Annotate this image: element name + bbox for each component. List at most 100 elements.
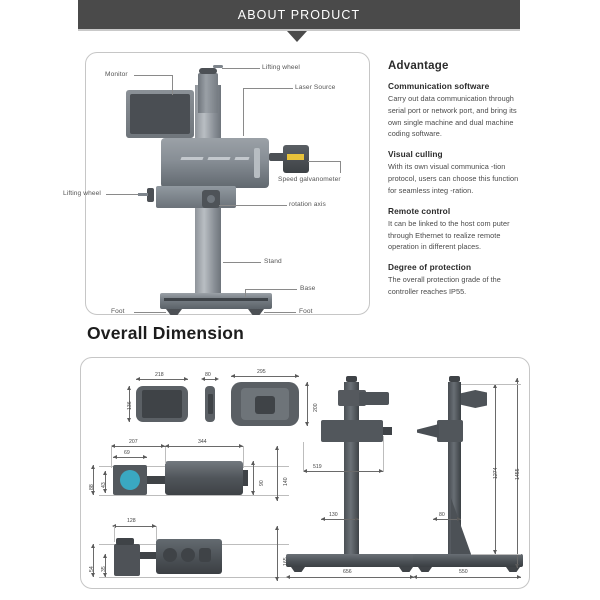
monitor-back-mount <box>255 396 275 414</box>
dim-monitor-back-width-line <box>231 376 299 377</box>
side-elevation-foot-left <box>418 567 432 572</box>
advantage-block-degree-of-protection: Degree of protection The overall protect… <box>388 262 524 298</box>
dim-arrow-left <box>113 455 117 459</box>
dim-arrow-left <box>231 374 235 378</box>
dim-column-depth: 130 <box>329 512 338 518</box>
dim-arrow-up <box>275 446 279 450</box>
dim-arrow-down <box>305 422 309 426</box>
machine-column-upper <box>198 73 218 113</box>
dim-arrow-left <box>321 517 325 521</box>
dim-arrow-left <box>433 517 437 521</box>
label-base: Base <box>300 285 316 292</box>
controller-galvo-head <box>114 544 140 576</box>
galvo-lens <box>120 470 140 490</box>
side-elevation-top-wheel <box>449 376 460 382</box>
ext-line <box>99 577 289 578</box>
leader-galvanometer-drop <box>340 161 341 173</box>
dim-88-line <box>93 465 94 495</box>
dim-arrow-down <box>91 491 95 495</box>
header-title: ABOUT PRODUCT <box>237 7 361 22</box>
advantage-heading: Degree of protection <box>388 262 472 273</box>
advantage-column: Advantage Communication software Carry o… <box>388 60 524 307</box>
dim-arrow-up <box>251 461 255 465</box>
dim-arrow-down <box>493 550 497 554</box>
dim-arrow-right <box>410 575 414 579</box>
dim-arrow-right <box>215 377 219 381</box>
front-elevation-base <box>286 554 416 567</box>
dim-arrow-right <box>379 469 383 473</box>
advantage-body: The overall protection grade of the cont… <box>388 275 501 296</box>
ext-line <box>111 446 112 468</box>
rotation-axis-hub-center <box>207 195 215 203</box>
dim-arrow-down <box>103 573 107 577</box>
dim-base-width-side: 550 <box>459 569 468 575</box>
dim-arrow-up <box>91 465 95 469</box>
laser-body-vent-2 <box>207 157 231 160</box>
label-lifting-wheel-top: Lifting wheel <box>262 64 300 71</box>
dim-controller-offset-a: 54 <box>89 566 95 572</box>
laser-tube-body <box>165 461 243 495</box>
dim-arrow-left <box>303 469 307 473</box>
ext-line <box>165 446 166 464</box>
dim-arrow-left <box>286 575 290 579</box>
dim-arrow-left <box>165 444 169 448</box>
ext-line <box>99 495 289 496</box>
label-foot-right: Foot <box>299 308 313 315</box>
side-elevation-monitor-mount <box>461 390 487 408</box>
front-elevation-foot-left <box>291 567 305 572</box>
dim-arrow-right <box>355 517 359 521</box>
foot-right <box>248 309 264 315</box>
dim-controller-length: 128 <box>127 518 136 524</box>
dim-54-line <box>93 544 94 577</box>
dim-arrow-up <box>91 544 95 548</box>
dim-165-line <box>277 526 278 581</box>
front-elevation-laser-arm <box>359 392 389 405</box>
advantage-title: Advantage <box>388 60 449 72</box>
advantage-heading: Remote control <box>388 205 451 216</box>
ext-line <box>156 526 157 540</box>
dim-1274-line <box>495 384 496 554</box>
dim-656-line <box>288 577 414 578</box>
dim-arrow-down <box>275 497 279 501</box>
top-lifting-wheel <box>199 68 217 74</box>
laser-body <box>161 138 269 188</box>
dim-laser-body-length: 344 <box>198 439 207 445</box>
front-elevation-foot-right <box>399 567 413 572</box>
controller-port-1 <box>163 548 177 562</box>
monitor-side-detail <box>208 394 213 414</box>
dim-laser-total-height: 140 <box>283 477 289 486</box>
advantage-heading: Communication software <box>388 81 490 91</box>
dim-galvo-offset-a: 88 <box>89 484 95 490</box>
dim-128-line <box>114 526 156 527</box>
label-foot-left: Foot <box>111 308 125 315</box>
laser-body-vent-1 <box>180 157 204 160</box>
label-lifting-wheel-side: Lifting wheel <box>63 190 101 197</box>
label-speed-galvanometer: Speed galvanometer <box>278 176 341 183</box>
leader-laser-source <box>243 88 293 89</box>
machine-base <box>160 293 272 309</box>
header-arrow-indicator <box>287 31 307 42</box>
label-monitor: Monitor <box>105 71 128 78</box>
side-lifting-wheel-shaft <box>138 193 148 196</box>
dim-arrow-up <box>127 386 131 390</box>
about-product-header: ABOUT PRODUCT <box>78 0 520 31</box>
dim-207-line <box>111 446 165 447</box>
front-elevation-column <box>344 382 359 554</box>
laser-body-vent-3 <box>234 157 250 160</box>
dim-arm-reach: 519 <box>313 464 322 470</box>
leader-monitor <box>134 75 172 76</box>
dim-controller-offset-b: 35 <box>101 566 107 572</box>
dim-laser-body-height: 90 <box>259 480 265 486</box>
top-lifting-wheel-handle <box>213 65 223 68</box>
side-elevation-foot-right <box>506 567 520 572</box>
ext-line <box>383 436 384 472</box>
label-rotation-axis: rotation axis <box>289 201 326 208</box>
leader-rotation-axis <box>219 205 287 206</box>
dim-69-line <box>113 457 147 458</box>
dim-43-line <box>105 471 106 493</box>
dim-1455-line <box>517 378 518 568</box>
advantage-body: With its own visual communica -tion prot… <box>388 162 519 195</box>
ext-line <box>303 442 304 472</box>
dim-arrow-left <box>201 377 205 381</box>
controller-link <box>140 552 156 559</box>
